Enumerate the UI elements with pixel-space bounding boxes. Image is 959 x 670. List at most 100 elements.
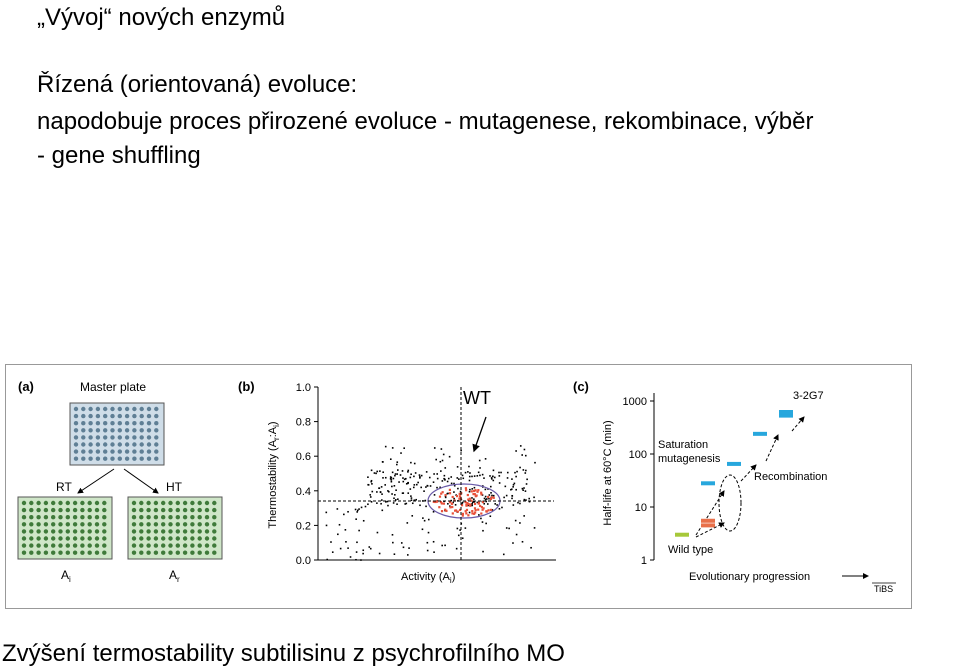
scatter-point	[406, 522, 409, 524]
wt-point	[440, 510, 444, 513]
scatter-point	[450, 482, 453, 485]
plate-well	[58, 507, 63, 513]
scatter-point	[370, 479, 373, 482]
plate-well	[146, 543, 151, 548]
plate-well	[65, 500, 70, 506]
scatter-point	[464, 527, 467, 529]
wt-point	[458, 497, 461, 500]
scatter-point	[337, 533, 339, 536]
plate-well	[124, 456, 130, 461]
scatter-point	[468, 490, 471, 493]
plate-well	[154, 406, 159, 412]
scatter-point	[370, 469, 373, 472]
scatter-point	[426, 549, 429, 552]
plate-well	[204, 507, 210, 513]
scatter-point	[436, 477, 439, 480]
plate-well	[153, 522, 159, 527]
scatter-point	[410, 497, 413, 499]
scatter-point	[376, 491, 378, 493]
plate-well	[131, 507, 137, 513]
scatter-point	[519, 522, 521, 524]
scatter-point	[483, 497, 486, 500]
scatter-point	[512, 486, 514, 488]
scatter-point	[396, 503, 398, 506]
plate-well	[102, 507, 107, 513]
scatter-point	[492, 479, 495, 482]
plate-well	[154, 413, 159, 419]
wt-point	[468, 497, 471, 500]
scatter-point	[391, 533, 394, 536]
scatter-point	[484, 458, 487, 460]
wt-point	[472, 492, 475, 496]
scatter-point	[505, 527, 508, 529]
plate-well	[51, 500, 56, 506]
scatter-point	[525, 469, 527, 472]
wt-point	[464, 510, 467, 513]
wt-point	[461, 512, 465, 515]
plate-well	[73, 406, 79, 412]
half-life-mark	[701, 523, 715, 528]
panel-c-marks	[675, 410, 793, 537]
plate-well	[190, 515, 195, 520]
plate-well	[94, 543, 100, 548]
wt-point	[467, 498, 470, 501]
scatter-point	[391, 447, 394, 449]
ht-plate	[127, 496, 223, 560]
scatter-point	[339, 547, 342, 550]
y-tick-label: 0.0	[296, 555, 311, 567]
scatter-point	[444, 495, 447, 498]
plate-well	[212, 522, 217, 527]
half-life-mark	[675, 532, 689, 537]
plate-well	[94, 536, 100, 541]
scatter-point	[433, 494, 436, 496]
plate-well	[182, 522, 188, 527]
scatter-point	[423, 519, 426, 522]
plate-well	[153, 536, 159, 541]
scatter-point	[521, 540, 524, 543]
scatter-point	[508, 527, 510, 530]
wt-point	[482, 507, 485, 510]
scatter-point	[482, 550, 484, 553]
plate-well	[110, 456, 115, 461]
plate-well	[146, 428, 152, 433]
scatter-point	[457, 534, 460, 537]
scatter-point	[331, 551, 334, 553]
plate-well	[204, 515, 210, 520]
scatter-point	[519, 445, 522, 447]
scatter-point	[525, 499, 527, 501]
plate-well	[81, 449, 86, 454]
plate-well	[146, 421, 152, 426]
wt-point	[440, 492, 443, 495]
y-tick-label: 1	[641, 555, 647, 567]
plate-well	[124, 435, 130, 440]
scatter-point	[396, 461, 399, 463]
scatter-point	[471, 497, 473, 499]
plate-well	[43, 536, 49, 541]
scatter-point	[403, 478, 406, 481]
scatter-point	[403, 447, 405, 449]
scatter-point	[467, 471, 469, 473]
scatter-point	[492, 469, 495, 472]
scatter-point	[369, 496, 372, 498]
scatter-point	[484, 498, 487, 501]
wt-point	[453, 499, 456, 502]
plate-well	[88, 435, 93, 440]
scatter-point	[381, 509, 384, 512]
scatter-point	[493, 476, 496, 479]
scatter-point	[444, 496, 447, 499]
scatter-point	[393, 497, 395, 500]
plate-well	[197, 500, 202, 506]
plate-well	[80, 536, 85, 541]
plate-well	[131, 515, 137, 520]
plate-well	[21, 536, 27, 541]
scatter-point	[440, 470, 442, 472]
scatter-point	[391, 485, 393, 488]
plate-well	[212, 543, 217, 548]
scatter-point	[473, 475, 476, 477]
scatter-point	[515, 533, 518, 536]
plate-well	[153, 507, 159, 513]
scatter-point	[461, 537, 464, 540]
plate-well	[94, 515, 100, 520]
plate-well	[212, 529, 217, 534]
scatter-point	[479, 467, 481, 469]
